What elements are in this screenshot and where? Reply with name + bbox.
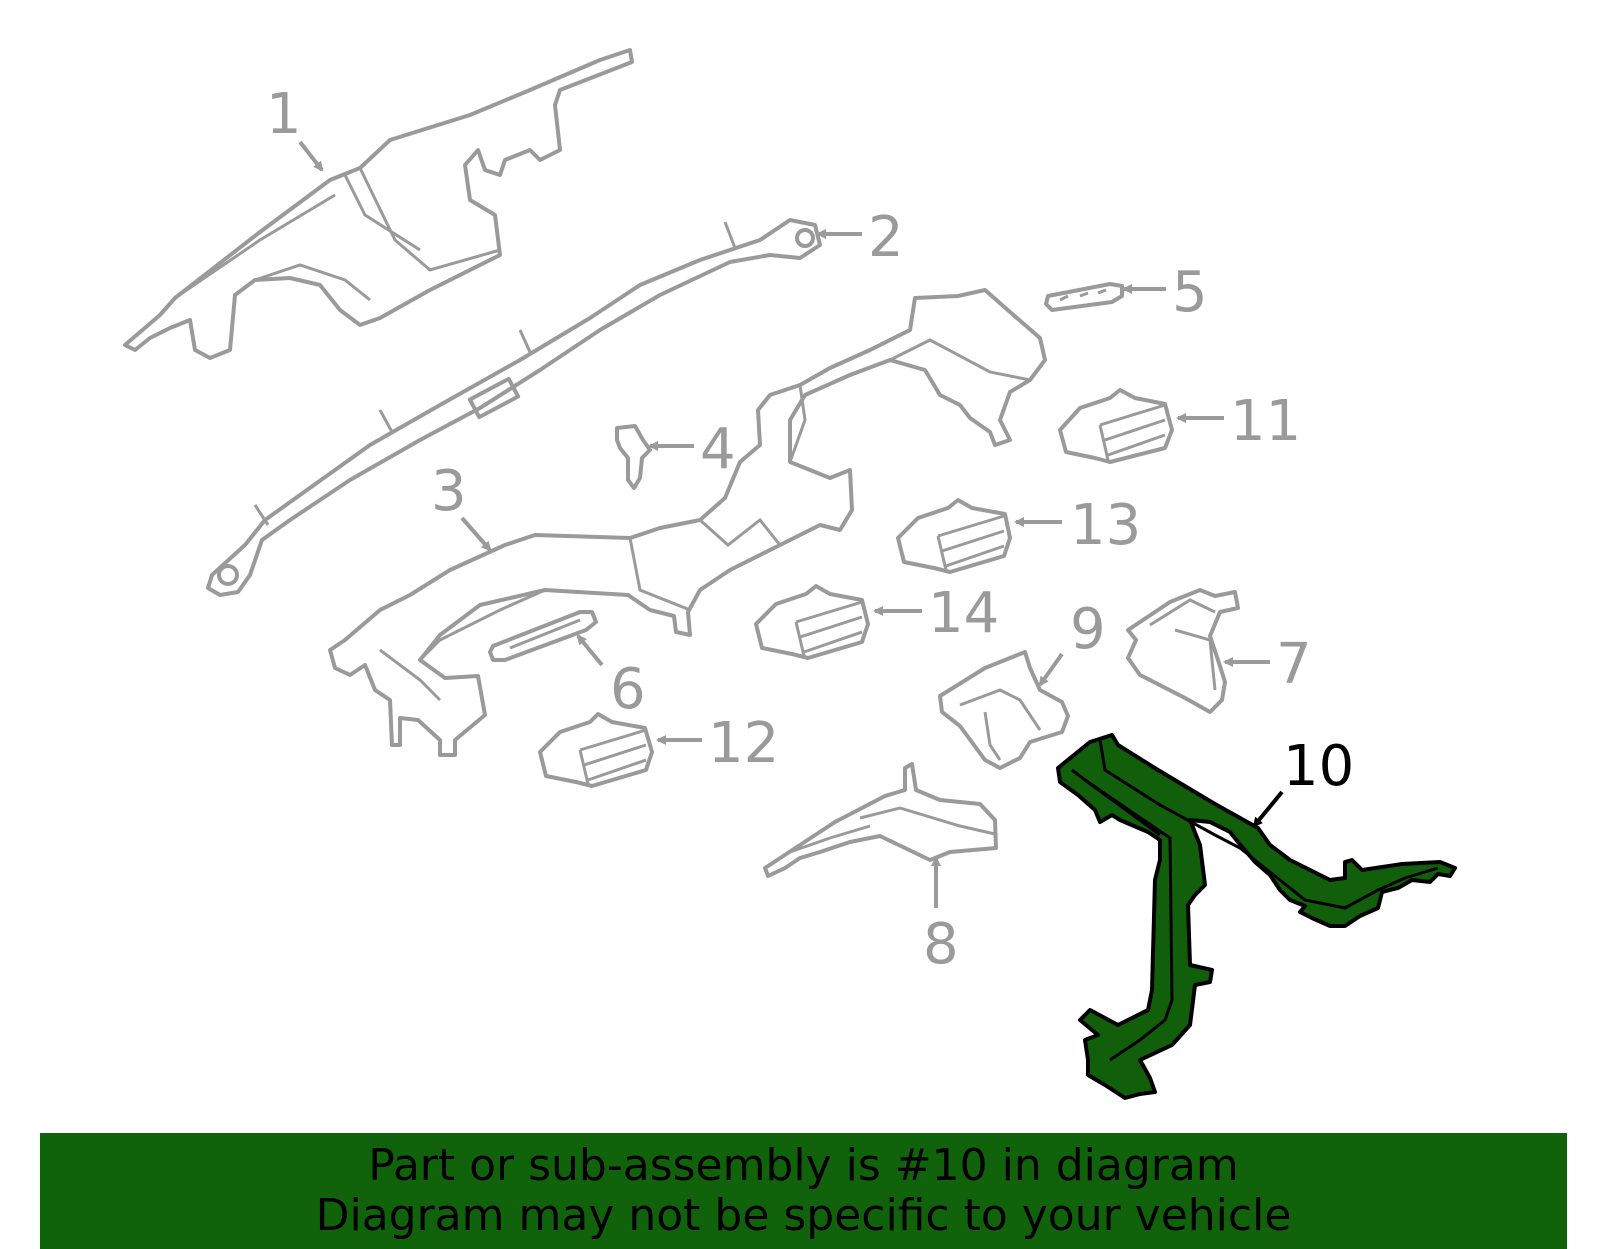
part-5-pin — [1044, 282, 1124, 312]
callout-1: 1 — [266, 82, 324, 172]
callout-label-12: 12 — [708, 711, 779, 776]
callout-label-9: 9 — [1070, 597, 1106, 662]
part-8-duct — [763, 762, 998, 878]
parts-diagram: 1 2 3 4 5 6 7 8 9 10 11 12 — [123, 48, 1457, 1100]
callout-13: 13 — [1014, 493, 1141, 558]
callout-2: 2 — [816, 205, 904, 270]
banner-line-part-number: Part or sub-assembly is #10 in diagram — [368, 1140, 1239, 1191]
callout-label-8: 8 — [923, 912, 959, 977]
part-2-support-bar — [206, 218, 822, 597]
part-12-vent — [538, 712, 654, 788]
callout-label-13: 13 — [1070, 493, 1141, 558]
callout-label-4: 4 — [700, 417, 736, 482]
part-6-pin — [488, 610, 598, 662]
callout-11: 11 — [1176, 389, 1301, 454]
callout-label-11: 11 — [1230, 389, 1301, 454]
callout-12: 12 — [656, 711, 779, 776]
callout-6: 6 — [576, 634, 646, 722]
callout-10: 10 — [1252, 734, 1354, 828]
part-3-main-duct — [328, 288, 1047, 757]
callout-label-14: 14 — [928, 581, 999, 646]
part-4-clip — [615, 424, 652, 490]
callout-3: 3 — [431, 459, 492, 552]
callout-label-6: 6 — [610, 657, 646, 722]
callout-7: 7 — [1223, 632, 1312, 697]
callout-8: 8 — [923, 856, 959, 977]
callout-label-3: 3 — [431, 459, 467, 524]
banner-line-disclaimer: Diagram may not be specific to your vehi… — [315, 1190, 1292, 1241]
part-11-vent — [1058, 388, 1174, 464]
part-10-highlighted-duct — [1056, 733, 1457, 1100]
callout-5: 5 — [1122, 260, 1208, 325]
part-1-defroster-duct — [123, 48, 634, 360]
info-banner: Part or sub-assembly is #10 in diagram D… — [40, 1133, 1567, 1249]
callout-4: 4 — [648, 417, 736, 482]
part-13-vent — [896, 498, 1012, 574]
callout-label-5: 5 — [1172, 260, 1208, 325]
part-14-vent — [754, 584, 870, 660]
callout-label-2: 2 — [868, 205, 904, 270]
callout-label-7: 7 — [1276, 632, 1312, 697]
part-7-duct-outlet — [1126, 588, 1240, 714]
part-9-duct — [938, 650, 1070, 770]
callout-label-10: 10 — [1283, 734, 1354, 799]
callout-9: 9 — [1038, 597, 1106, 687]
callout-14: 14 — [873, 581, 999, 646]
callout-label-1: 1 — [266, 82, 302, 147]
